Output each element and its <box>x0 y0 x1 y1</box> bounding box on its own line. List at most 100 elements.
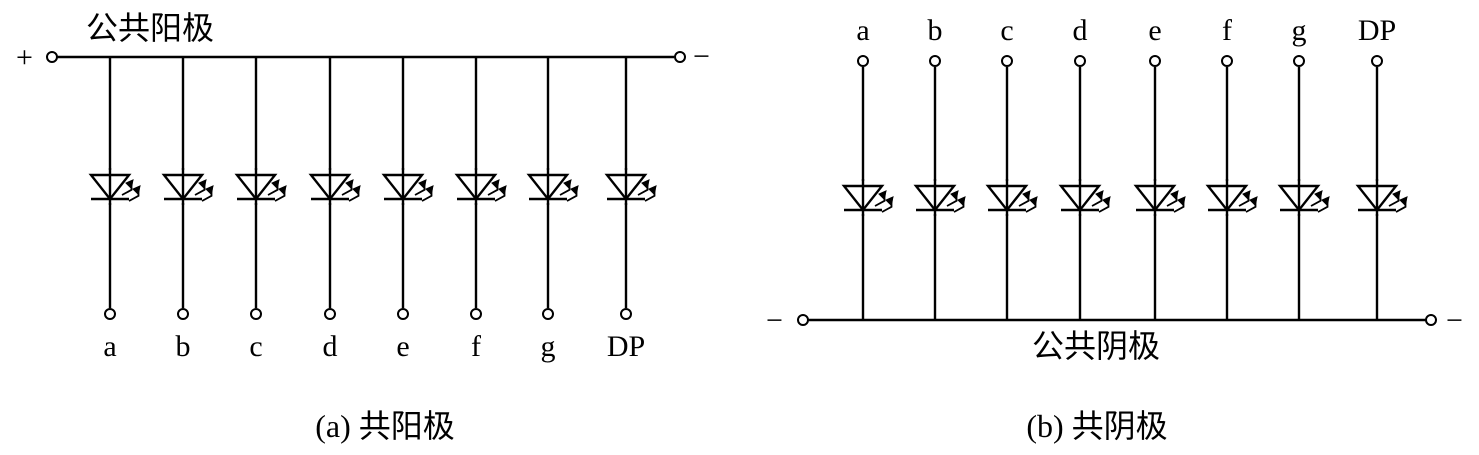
emission-arrow-head <box>957 196 966 206</box>
segment-terminal <box>857 55 869 67</box>
emission-arrow-head <box>1321 196 1330 206</box>
emission-arrow-head <box>1029 196 1038 206</box>
emission-arrow-head <box>878 190 887 200</box>
segment-label: b <box>928 14 943 47</box>
emission-arrow-head <box>1249 196 1258 206</box>
led-triangle <box>454 173 498 201</box>
segment-label: a <box>103 330 116 363</box>
emission-arrow-head <box>1170 190 1179 200</box>
led-triangle <box>1133 184 1177 212</box>
emission-arrow-head <box>885 196 894 206</box>
light-emission-arrows-icon <box>121 179 141 202</box>
segment-label: f <box>471 330 481 363</box>
emission-arrow-head <box>1177 196 1186 206</box>
cathode-right-terminal <box>1425 314 1437 326</box>
cathode-branches <box>841 55 1408 320</box>
led-triangle <box>841 184 885 212</box>
led-triangle <box>913 184 957 212</box>
segment-terminal <box>1293 55 1305 67</box>
light-emission-arrows-icon <box>874 190 894 213</box>
emission-arrow-head <box>498 185 507 195</box>
led-triangle <box>1277 184 1321 212</box>
emission-arrow-head <box>345 179 354 189</box>
minus-sign: − <box>693 40 710 73</box>
minus-left-sign: − <box>766 304 783 337</box>
anode-branch <box>234 57 287 320</box>
emission-arrow-head <box>563 179 572 189</box>
led-triangle <box>1205 184 1249 212</box>
common-cathode-title: 公共阴极 <box>1032 328 1160 364</box>
cathode-branch <box>841 55 894 320</box>
light-emission-arrows-icon <box>637 179 657 202</box>
segment-terminal <box>542 308 554 320</box>
light-emission-arrows-icon <box>946 190 966 213</box>
segment-label: e <box>1148 14 1161 47</box>
light-emission-arrows-icon <box>1018 190 1038 213</box>
led-triangle <box>1058 184 1102 212</box>
led-triangle <box>381 173 425 201</box>
cathode-branch <box>1205 55 1258 320</box>
segment-terminal <box>470 308 482 320</box>
plus-sign: + <box>16 41 33 74</box>
anode-branch <box>604 57 657 320</box>
common-anode-title: 公共阳极 <box>86 10 214 46</box>
segment-label: DP <box>1358 14 1396 47</box>
light-emission-arrows-icon <box>1091 190 1111 213</box>
segment-terminal <box>177 308 189 320</box>
segment-label: b <box>176 330 191 363</box>
emission-arrow-head <box>648 185 657 195</box>
cathode-branch <box>1133 55 1186 320</box>
emission-arrow-head <box>491 179 500 189</box>
segment-terminal <box>1371 55 1383 67</box>
cathode-left-terminal <box>797 314 809 326</box>
emission-arrow-head <box>950 190 959 200</box>
segment-terminal <box>104 308 116 320</box>
led-triangle <box>88 173 132 201</box>
led-triangle <box>526 173 570 201</box>
led-triangle <box>234 173 278 201</box>
led-triangle <box>604 173 648 201</box>
anode-left-terminal <box>46 51 58 63</box>
light-emission-arrows-icon <box>487 179 507 202</box>
emission-arrow-head <box>198 179 207 189</box>
segment-label: e <box>396 330 409 363</box>
emission-arrow-head <box>278 185 287 195</box>
emission-arrow-head <box>125 179 134 189</box>
segment-label: g <box>1292 14 1307 47</box>
emission-arrow-head <box>352 185 361 195</box>
anode-branch <box>526 57 579 320</box>
segment-label: c <box>249 330 262 363</box>
segment-terminal <box>1221 55 1233 67</box>
cathode-branch <box>1277 55 1330 320</box>
emission-arrow-head <box>205 185 214 195</box>
light-emission-arrows-icon <box>267 179 287 202</box>
segment-terminal <box>1001 55 1013 67</box>
anode-branch <box>161 57 214 320</box>
emission-arrow-head <box>1392 190 1401 200</box>
caption-b: (b) 共阴极 <box>1026 408 1167 444</box>
emission-arrow-head <box>1314 190 1323 200</box>
segment-label: d <box>1073 14 1088 47</box>
segment-terminal <box>250 308 262 320</box>
segment-label: f <box>1222 14 1232 47</box>
emission-arrow-head <box>1242 190 1251 200</box>
segment-terminal <box>1149 55 1161 67</box>
emission-arrow-head <box>1399 196 1408 206</box>
emission-arrow-head <box>641 179 650 189</box>
light-emission-arrows-icon <box>1310 190 1330 213</box>
cathode-branch <box>985 55 1038 320</box>
light-emission-arrows-icon <box>1388 190 1408 213</box>
anode-branch <box>88 57 141 320</box>
minus-right-sign: − <box>1446 304 1463 337</box>
cathode-branch <box>913 55 966 320</box>
light-emission-arrows-icon <box>194 179 214 202</box>
segment-label: DP <box>607 330 645 363</box>
segment-terminal <box>620 308 632 320</box>
segment-terminal <box>397 308 409 320</box>
led-triangle <box>161 173 205 201</box>
